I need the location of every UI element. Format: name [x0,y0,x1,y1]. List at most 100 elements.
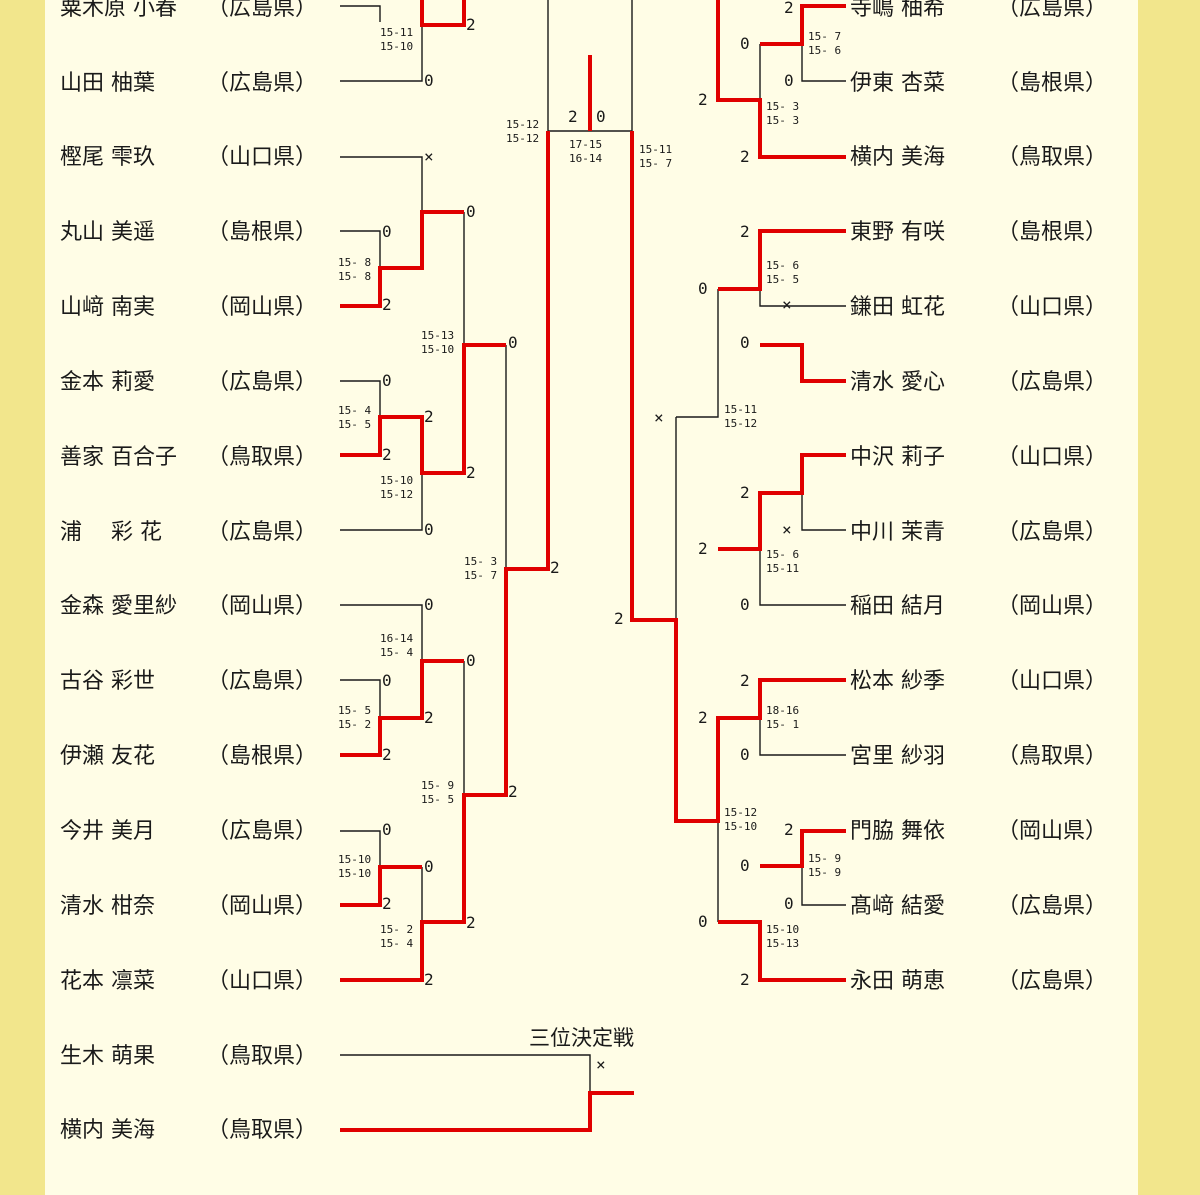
line-l-yamada [340,25,423,82]
set-mark: 0 [424,520,434,539]
set-mark: 0 [740,333,750,352]
game-scores: 15-11 15-10 15- 8 15- 8 15-13 15-10 15- … [338,26,841,950]
left-player-13-name: 清水 柑奈 [60,894,155,919]
red-r-kadowaki [760,829,846,868]
right-player-4-name: 東野 有咲 [850,220,945,245]
line-l-ura [340,473,423,531]
set-mark: 2 [740,671,750,690]
right-player-12-pref: （岡山県） [997,819,1107,844]
left-player-3-name: 樫尾 雫玖 [60,145,155,170]
line-l-maruyama [340,230,381,268]
game-score-line: 15- 6 [766,548,799,561]
red-r-nagata [718,920,846,982]
bracket-lines-red [340,0,846,1132]
right-player-3-name: 横内 美海 [850,145,945,170]
set-mark: 2 [698,90,708,109]
set-mark: 0 [382,222,392,241]
left-player-6-pref: （広島県） [207,370,317,395]
right-player-2-name: 伊東 杏菜 [850,71,945,96]
set-mark: 2 [382,445,392,464]
set-mark: × [654,408,664,427]
right-player-6-pref: （広島県） [997,370,1107,395]
line-l-imai [340,830,381,867]
game-score-line: 15- 9 [808,852,841,865]
left-player-4-name: 丸山 美遥 [60,220,155,245]
set-mark: 0 [424,71,434,90]
right-player-7-pref: （山口県） [997,445,1107,470]
line-l-kanamori [340,604,423,661]
set-mark: 2 [466,913,476,932]
right-player-list: 寺嶋 柚希 （広島県） 伊東 杏菜 （島根県） 横内 美海 （鳥取県） 東野 有… [850,0,1107,994]
right-player-2-pref: （島根県） [997,71,1107,96]
set-mark: × [424,147,434,166]
left-player-13-pref: （岡山県） [207,894,317,919]
game-score-line: 17-15 [569,138,602,151]
line-r-ito [801,44,846,82]
left-player-10-name: 古谷 彩世 [60,669,155,694]
left-player-7-pref: （鳥取県） [207,445,317,470]
red-r-matsumoto [630,131,846,823]
right-player-13-name: 髙﨑 結愛 [850,894,945,919]
bracket-sheet [45,0,1138,1195]
game-score-line: 15- 5 [421,793,454,806]
game-score-line: 15-10 [338,853,371,866]
right-player-14-name: 永田 萌恵 [850,969,945,994]
left-player-8-name: 浦 彩 花 [60,520,162,545]
game-score-line: 15- 9 [421,779,454,792]
game-score-line: 15-10 [380,474,413,487]
red-l-top [420,0,466,27]
line-third-ikiki [340,1054,591,1093]
game-score-line: 16-14 [569,152,602,165]
red-r-terashima [760,4,846,46]
left-player-12-name: 今井 美月 [60,819,155,844]
game-score-line: 15-10 [421,343,454,356]
left-player-2-name: 山田 柚葉 [60,71,155,96]
left-player-4-pref: （島根県） [207,220,317,245]
right-player-3-pref: （鳥取県） [997,145,1107,170]
set-mark: 0 [382,371,392,390]
game-score-line: 15-12 [724,806,757,819]
game-score-line: 15-12 [724,417,757,430]
right-player-7-name: 中沢 莉子 [850,445,945,470]
right-player-1-name: 寺嶋 柚希 [850,0,945,21]
left-player-14-name: 花本 凛菜 [60,969,155,994]
set-mark: 0 [784,71,794,90]
game-score-line: 15- 8 [338,270,371,283]
game-score-line: 15-11 [766,562,799,575]
line-l-kashio [340,156,423,212]
red-r-higashino [718,229,846,291]
left-player-9-pref: （岡山県） [207,594,317,619]
set-mark: 2 [382,745,392,764]
game-score-line: 15-13 [766,937,799,950]
set-mark: 0 [466,202,476,221]
game-score-line: 15-11 [380,26,413,39]
set-mark: 0 [698,279,708,298]
line-r-nakagawa [801,493,846,531]
left-player-5-pref: （岡山県） [207,295,317,320]
game-score-line: 15- 1 [766,718,799,731]
set-mark: 0 [784,894,794,913]
left-player-11-pref: （島根県） [207,744,317,769]
left-player-8-pref: （広島県） [207,520,317,545]
red-l-ise [340,659,464,757]
right-player-5-pref: （山口県） [997,295,1107,320]
game-score-line: 15- 3 [766,114,799,127]
set-mark: 2 [382,894,392,913]
right-player-11-pref: （鳥取県） [997,744,1107,769]
right-player-9-pref: （岡山県） [997,594,1107,619]
red-l-shimizu [340,865,422,907]
set-mark: 2 [424,708,434,727]
set-mark: 0 [382,820,392,839]
game-score-line: 16-14 [380,632,413,645]
set-mark: 0 [698,912,708,931]
game-score-line: 15- 6 [808,44,841,57]
right-player-12-name: 門脇 舞依 [850,819,945,844]
right-player-4-pref: （島根県） [997,220,1107,245]
right-player-10-pref: （山口県） [997,669,1107,694]
game-score-line: 15- 6 [766,259,799,272]
set-mark: 2 [698,708,708,727]
red-r-nakazawa [718,453,846,551]
right-player-13-pref: （広島県） [997,894,1107,919]
game-score-line: 15- 5 [338,704,371,717]
left-player-9-name: 金森 愛里紗 [60,594,177,619]
